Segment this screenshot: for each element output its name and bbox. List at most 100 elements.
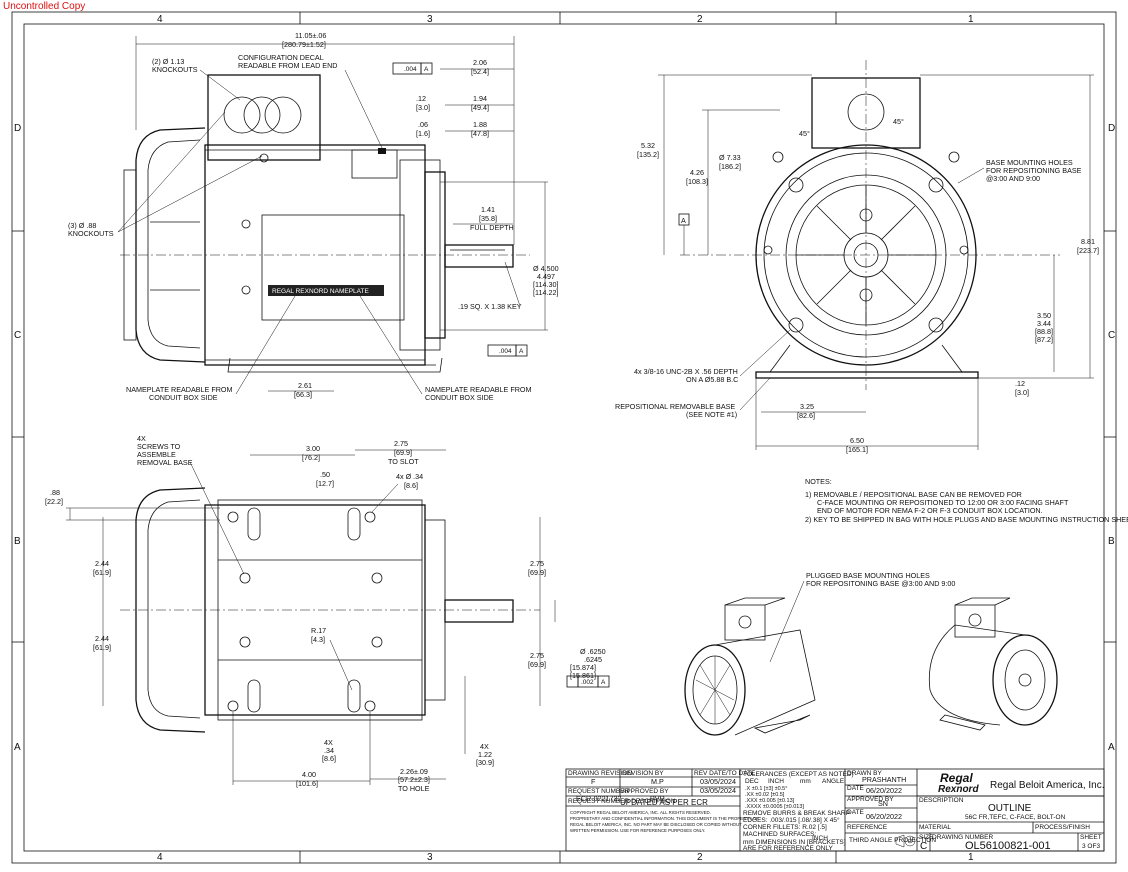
dim-2-26: 2.26±.09 [400, 767, 428, 776]
zone-ticks [12, 12, 1116, 863]
tb-logo-rexnord: Rexnord [938, 784, 979, 795]
dim-2-75-upper-mm: [69.9] [528, 568, 546, 577]
dim-3-44: 3.44 [1037, 319, 1051, 328]
dim-2-75-lower: 2.75 [530, 651, 544, 660]
zone-row-a-left: A [14, 742, 21, 753]
tb-tol-h1: DEC [745, 778, 759, 785]
tb-legal-4: WRITTEN PERMISSION. USE FOR REFERENCE PU… [570, 828, 705, 833]
dim-4x-122-val: 1.22 [478, 750, 492, 759]
dim-1-88: 1.88 [473, 120, 487, 129]
tb-revdate: 03/05/2024 [700, 777, 736, 786]
radius-17-mm: [4.3] [311, 635, 325, 644]
dim-4x-122-mm: [30.9] [476, 758, 494, 767]
knockouts-side-label: (3) Ø .88 [68, 221, 96, 230]
nameplate-left-label2: CONDUIT BOX SIDE [149, 393, 218, 402]
dim-2-44-upper-mm: [61.9] [93, 568, 111, 577]
note-1c: END OF MOTOR FOR NEMA F-2 OR F-3 CONDUIT… [817, 506, 1043, 515]
dim-4-00-mm: [101.6] [296, 779, 318, 788]
zone-col-1-bottom: 1 [968, 852, 974, 863]
tb-fillets: CORNER FILLETS: R.02 [.5] [743, 824, 827, 831]
angle-45-right: 45° [893, 117, 904, 126]
tap-label2: ON A Ø5.88 B.C [686, 375, 738, 384]
tb-units: INCH [812, 835, 828, 842]
dim-4x-34-val: .34 [324, 746, 334, 755]
tb-burrs: REMOVE BURRS & BREAK SHARP [743, 810, 850, 817]
dim-50-mm: [12.7] [316, 479, 334, 488]
dim-12-end-mm: [3.0] [1015, 388, 1029, 397]
dim-034-mm: [8.6] [404, 481, 418, 490]
holes-label3: @3:00 AND 9:00 [986, 174, 1040, 183]
tb-ref: ARE FOR REFERENCE ONLY [743, 845, 833, 852]
zone-row-d-right: D [1108, 123, 1115, 134]
screws-label-4: REMOVAL BASE [137, 458, 193, 467]
third-angle-icon [895, 834, 916, 848]
overall-length-mm: [280.79±1.52] [282, 40, 326, 49]
note-1a: 1) REMOVABLE / REPOSITIONAL BASE CAN BE … [805, 490, 1022, 499]
dim-12: .12 [416, 94, 426, 103]
zone-row-d-left: D [14, 123, 21, 134]
dim-12-end: .12 [1015, 379, 1025, 388]
radius-17: R.17 [311, 626, 326, 635]
key-label: .19 SQ. X 1.38 KEY [458, 302, 522, 311]
zone-col-3-bottom: 3 [427, 852, 433, 863]
knockouts-top-label2: KNOCKOUTS [152, 65, 198, 74]
zone-col-1-top: 1 [968, 14, 974, 25]
dim-shaft-mm2: [15.861] [570, 671, 596, 680]
dim-7-33-mm: [186.2] [719, 162, 741, 171]
tol-bottom: .004 [499, 348, 512, 355]
zone-col-4-bottom: 4 [157, 852, 163, 863]
tb-date: 06/20/2022 [866, 786, 902, 795]
tb-tol-title: TOLERANCES (EXCEPT AS NOTED) [743, 771, 854, 778]
tb-reqdesc: UPDATED AS PER ECR [620, 798, 708, 807]
nameplate-text: REGAL REXNORD NAMEPLATE [272, 288, 369, 295]
dim-2-75-slot: 2.75 [394, 439, 408, 448]
dim-3-00-mm: [76.2] [302, 453, 320, 462]
plugged-holes-label2: FOR REPOSITONING BASE @3:00 AND 9:00 [806, 579, 955, 588]
base-label: REPOSITIONAL REMOVABLE BASE [615, 402, 735, 411]
tb-tol-h2: INCH [768, 778, 784, 785]
decal-label2: READABLE FROM LEAD END [238, 61, 337, 70]
tb-desc: OUTLINE [988, 803, 1032, 814]
dim-06-mm: [1.6] [416, 129, 430, 138]
dim-shaft-6250: Ø .6250 [580, 647, 606, 656]
screws-label-2: SCREWS TO [137, 442, 181, 451]
tol-002-datum: A [601, 679, 606, 686]
tb-mmdim: mm DIMENSIONS IN [BRACKETS] [743, 839, 846, 846]
tb-sheet: 3 OF3 [1082, 843, 1100, 850]
tb-date2: 06/20/2022 [866, 812, 902, 821]
dim-shaft-6245: .6245 [584, 655, 602, 664]
uncontrolled-copy-stamp: Uncontrolled Copy [3, 1, 86, 12]
tol-bottom-datum: A [519, 348, 524, 355]
full-depth-label: FULL DEPTH [470, 223, 514, 232]
dim-shaft-mm1: [15.874] [570, 663, 596, 672]
tb-h-refc: REFERENCE [847, 824, 888, 831]
dim-06: .06 [418, 120, 428, 129]
dim-50: .50 [320, 470, 330, 479]
tb-tol-h3: mm [800, 778, 811, 785]
dim-2-44-upper: 2.44 [95, 559, 109, 568]
dim-2-06-mm: [52.4] [471, 67, 489, 76]
side-view: REGAL REXNORD NAMEPLATE 11.05±.06 [280.7… [68, 31, 559, 402]
dim-3-44-mm: [87.2] [1035, 335, 1053, 344]
dim-2-26-mm: [57.2±2.3] [398, 775, 430, 784]
angle-45-left: 45° [799, 129, 810, 138]
tb-logo-regal: Regal [940, 771, 973, 785]
dim-2-75-upper: 2.75 [530, 559, 544, 568]
zone-row-b-right: B [1108, 536, 1115, 547]
dim-4x-122: 4X [480, 742, 489, 751]
datum-a: A [681, 216, 686, 225]
dim-7-33: Ø 7.33 [719, 153, 741, 162]
dim-1-41: 1.41 [481, 205, 495, 214]
holes-label: BASE MOUNTING HOLES [986, 158, 1073, 167]
dim-4-00: 4.00 [302, 770, 316, 779]
tb-h-proc: PROCESS/FINISH [1035, 824, 1090, 831]
note-2: 2) KEY TO BE SHIPPED IN BAG WITH HOLE PL… [805, 515, 1128, 524]
tap-label: 4x 3/8-16 UNC-2B X .56 DEPTH [634, 367, 738, 376]
dim-3-50: 3.50 [1037, 311, 1051, 320]
dim-2-75-slot-mm: [69.9] [394, 448, 412, 457]
tb-size: C [920, 841, 927, 852]
dim-2-75-lower-mm: [69.9] [528, 660, 546, 669]
tb-h-dwg: DRAWING NUMBER [932, 834, 993, 841]
tb-h-size: SIZE [919, 834, 934, 841]
tb-h-mat: MATERIAL [919, 824, 951, 831]
